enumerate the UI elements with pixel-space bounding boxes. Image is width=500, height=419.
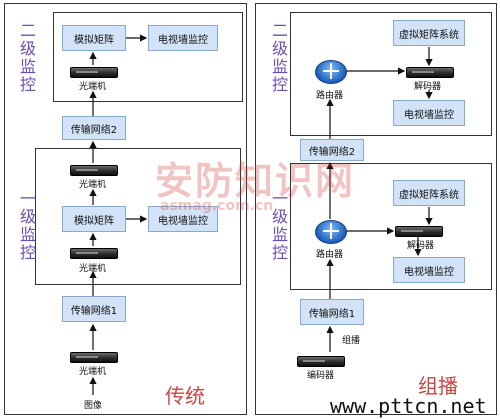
watermark-sub: asmag.com.cn bbox=[160, 198, 274, 214]
right-net2: 传输网络2 bbox=[300, 139, 364, 161]
left-device-top-label: 光端机 bbox=[79, 82, 107, 92]
right-router-mid bbox=[315, 220, 347, 244]
left-corner-label: 传统 bbox=[165, 384, 205, 408]
left-tvwall-top: 电视墙监控 bbox=[148, 25, 218, 51]
right-net1: 传输网络1 bbox=[300, 299, 364, 325]
left-device-top bbox=[70, 67, 118, 78]
right-decoder-mid-label: 解码器 bbox=[407, 241, 435, 251]
footer-url: www.pttcn.net bbox=[330, 394, 487, 418]
right-tvwall-top: 电视墙监控 bbox=[393, 100, 465, 126]
right-decoder-mid bbox=[395, 226, 443, 237]
right-router-top bbox=[315, 60, 347, 84]
right-virtual-mid: 虚拟矩阵系统 bbox=[393, 180, 465, 206]
left-mid-level-label: 一级监控 bbox=[17, 190, 36, 262]
left-net1: 传输网络1 bbox=[62, 296, 126, 322]
left-net2: 传输网络2 bbox=[62, 116, 126, 140]
right-router-top-label: 路由器 bbox=[316, 91, 344, 101]
watermark-main: 安防知识网 bbox=[155, 159, 356, 203]
left-device-bottom-label: 光端机 bbox=[79, 367, 107, 377]
right-mid-level-label: 一级监控 bbox=[269, 190, 288, 262]
right-encoder bbox=[297, 356, 345, 367]
right-virtual-top: 虚拟矩阵系统 bbox=[393, 20, 465, 46]
left-device-mid-upper bbox=[70, 165, 118, 176]
right-decoder-top-label: 解码器 bbox=[414, 82, 442, 92]
right-decoder-top bbox=[406, 67, 454, 78]
right-multicast-label: 组播 bbox=[342, 336, 361, 346]
left-matrix-top: 模拟矩阵 bbox=[62, 25, 126, 51]
left-tvwall-mid: 电视墙监控 bbox=[148, 206, 218, 232]
left-device-mid-lower bbox=[70, 248, 118, 259]
left-device-mid-lower-label: 光端机 bbox=[79, 264, 107, 274]
left-top-level-label: 二级监控 bbox=[17, 22, 36, 94]
right-router-mid-label: 路由器 bbox=[316, 250, 344, 260]
right-tvwall-mid: 电视墙监控 bbox=[393, 257, 465, 283]
right-encoder-label: 编码器 bbox=[307, 371, 335, 381]
left-matrix-mid: 模拟矩阵 bbox=[62, 206, 126, 232]
right-top-level-label: 二级监控 bbox=[269, 22, 288, 94]
right-corner-label: 组播 bbox=[418, 374, 458, 398]
left-source-label: 图像 bbox=[84, 401, 103, 411]
left-device-mid-upper-label: 光端机 bbox=[79, 180, 107, 190]
left-device-bottom bbox=[70, 352, 118, 363]
